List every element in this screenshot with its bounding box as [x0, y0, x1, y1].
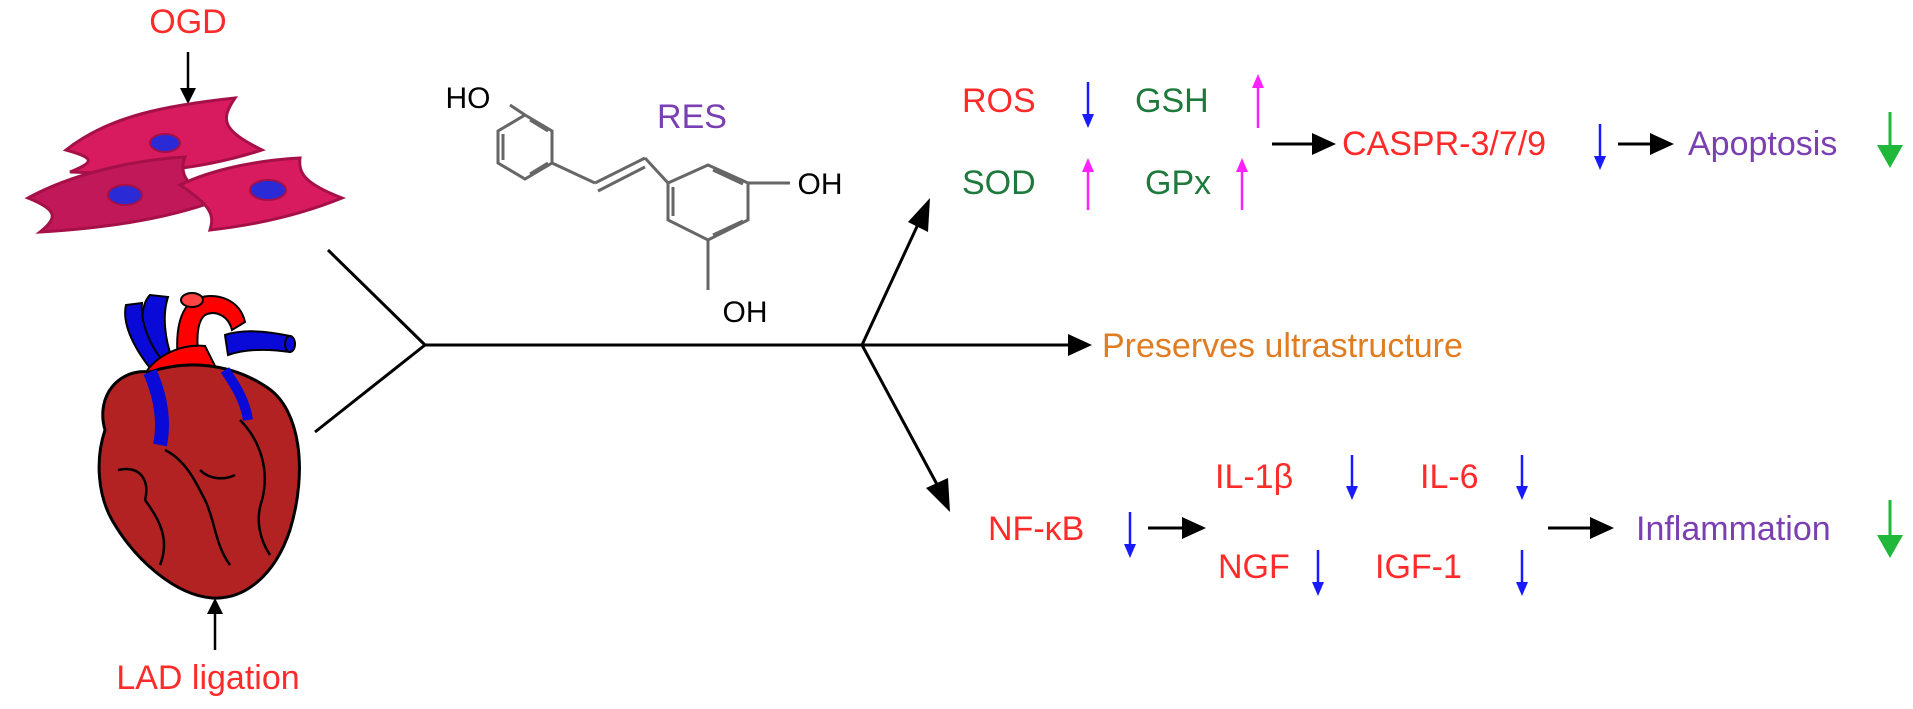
gpx-up-arrow	[1236, 158, 1248, 210]
sod-up-arrow	[1082, 158, 1094, 210]
ogd-label: OGD	[149, 3, 226, 41]
il6-down-arrow	[1516, 455, 1528, 500]
sod-label: SOD	[962, 164, 1036, 202]
il1b-down-arrow	[1346, 455, 1358, 500]
arrow-to-oxidative-branch	[860, 198, 930, 346]
gsh-up-arrow	[1252, 74, 1264, 128]
res-label: RES	[657, 98, 727, 136]
nfkb-down-arrow	[1124, 512, 1136, 558]
caspase-down-arrow	[1594, 124, 1606, 170]
ultrastructure-label: Preserves ultrastructure	[1102, 327, 1463, 365]
apoptosis-label: Apoptosis	[1688, 125, 1837, 163]
ho-group-label: HO	[446, 82, 491, 115]
oh-group-right-label: OH	[798, 168, 843, 201]
ogd-down-arrow	[180, 52, 196, 104]
arrow-to-cytokines	[1148, 517, 1206, 539]
oh-group-bottom-label: OH	[723, 296, 768, 329]
il6-label: IL-6	[1420, 458, 1479, 496]
converging-lines	[314, 248, 862, 434]
ngf-label: NGF	[1218, 548, 1290, 586]
nfkb-label: NF-κB	[988, 510, 1084, 548]
arrow-to-inflammatory-branch	[860, 344, 950, 512]
gsh-label: GSH	[1135, 82, 1209, 120]
ros-down-arrow	[1082, 82, 1094, 128]
apoptosis-down-arrow	[1877, 112, 1903, 168]
ngf-down-arrow	[1312, 550, 1324, 596]
arrow-to-ultrastructure	[862, 334, 1092, 356]
arrow-to-caspase	[1272, 133, 1336, 155]
arrow-to-inflammation	[1548, 517, 1614, 539]
inflammation-label: Inflammation	[1636, 510, 1831, 548]
igf1-label: IGF-1	[1375, 548, 1462, 586]
il1b-label: IL-1β	[1215, 458, 1293, 496]
cardiomyocyte-cells-icon	[24, 96, 347, 234]
heart-icon	[97, 292, 301, 600]
lad-up-arrow	[207, 598, 223, 650]
igf1-down-arrow	[1516, 550, 1528, 596]
caspase-label: CASPR-3/7/9	[1342, 125, 1546, 163]
arrow-to-apoptosis	[1618, 133, 1674, 155]
resveratrol-structure	[496, 103, 790, 290]
ros-label: ROS	[962, 82, 1036, 120]
lad-ligation-label: LAD ligation	[116, 659, 299, 697]
gpx-label: GPx	[1145, 164, 1211, 202]
inflammation-down-arrow	[1877, 500, 1903, 558]
